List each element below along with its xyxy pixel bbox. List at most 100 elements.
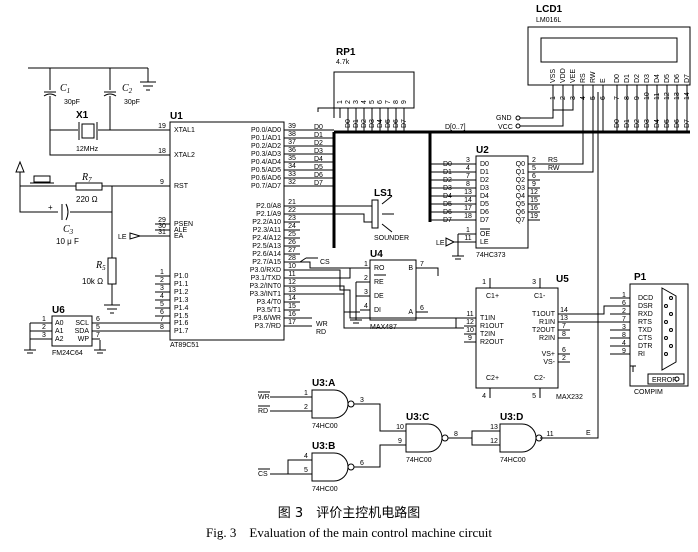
u5-pin-12-number: 12 <box>466 319 474 326</box>
u6-pin-7-number: 7 <box>96 332 100 339</box>
lcd-ref: LCD1 <box>536 4 563 15</box>
u1-pin-7-name: P1.6 <box>174 320 189 327</box>
r7-value: 220 Ω <box>76 195 98 204</box>
lcd-bus-d6: D6 <box>674 119 681 128</box>
u2-pin-2-name: Q0 <box>516 161 525 168</box>
u1-pin-15-number: 15 <box>288 303 296 310</box>
u1-pin-22-number: 22 <box>288 207 296 214</box>
u3b-out-number: 6 <box>360 460 364 467</box>
reset-section: R7 220 Ω C3 + 10 μ F R5 10k Ω LE <box>15 160 155 314</box>
lcd-pin-3-name: VEE <box>570 69 577 83</box>
u3a-net-rd: RD <box>258 408 268 415</box>
u6-pin-7-name: WP <box>78 336 90 343</box>
u2-ref: U2 <box>476 145 489 156</box>
u5-rs232: U5 MAX232 11T1IN12R1OUT10T2IN9R2OUT14T1O… <box>300 269 610 401</box>
u1-pin-38-name: P0.1/AD1 <box>251 135 281 142</box>
resistor-r5 <box>107 257 117 285</box>
p1-pin-7-number: 7 <box>622 316 626 323</box>
rp1-pin-4-number: 4 <box>361 100 368 104</box>
u2-pin-8-number: 8 <box>466 181 470 188</box>
u5-pin-13-name: R1IN <box>539 319 555 326</box>
u5-part: MAX232 <box>556 394 583 401</box>
u1-part: AT89C51 <box>170 342 199 349</box>
u1-bus-d4: D4 <box>314 156 323 163</box>
p1-pin-2-number: 2 <box>622 308 626 315</box>
u1-pin-24-name: P2.3/A11 <box>253 227 281 234</box>
lcd-pin-14-name: D7 <box>684 74 691 83</box>
u2-pin-4-number: 4 <box>466 165 470 172</box>
u2-pin-15-name: Q5 <box>516 201 525 208</box>
u3c-in2-number: 9 <box>398 438 402 445</box>
p1-pin-8-name: CTS <box>638 335 652 342</box>
u2-pin-11-number: 11 <box>464 235 471 242</box>
u6-pin-3-name: A2 <box>55 336 64 343</box>
u2-part: 74HC373 <box>476 252 506 259</box>
u3a-net-wr: WR <box>258 394 270 401</box>
u1-bus-d1: D1 <box>314 132 323 139</box>
net-cs-u1: CS <box>320 259 330 266</box>
p1-pin-2-dot <box>669 312 673 316</box>
u3b-part: 74HC00 <box>312 486 338 493</box>
u2-pin-19-number: 19 <box>530 213 538 220</box>
u1-pin-27-name: P2.6/A14 <box>252 251 281 258</box>
u2-pin-12-name: Q4 <box>516 193 525 200</box>
lcd-pin-11-name: D4 <box>654 74 661 83</box>
u1-pin-10-number: 10 <box>288 263 296 270</box>
le-label-u2: LE <box>436 240 445 247</box>
u1-pin-26-name: P2.5/A13 <box>252 243 281 250</box>
u2-pin-4-name: D1 <box>480 169 489 176</box>
lcd-pin-2-name: VDD <box>560 68 567 83</box>
u4-pin-3-number: 3 <box>364 289 368 296</box>
reset-button <box>33 175 51 183</box>
ls1-part: SOUNDER <box>374 235 409 242</box>
u2-net-d5: D5 <box>443 201 452 208</box>
u2-pin-3-number: 3 <box>466 157 470 164</box>
u1-pin-33-number: 33 <box>288 171 296 178</box>
p1-pin-9-number: 9 <box>622 348 626 355</box>
rp1-pin-1-number: 1 <box>337 100 344 104</box>
resistor-r7 <box>75 182 103 191</box>
p1-pin-6-number: 6 <box>622 300 626 307</box>
u3b-net-cs: CS <box>258 471 268 478</box>
p1-pin-1-dot <box>669 296 673 300</box>
u1-bus-d2: D2 <box>314 140 323 147</box>
u3d-in-wires <box>462 430 484 446</box>
u1-pin-13-number: 13 <box>288 287 296 294</box>
u3a-out-number: 3 <box>360 397 364 404</box>
u1-ref: U1 <box>170 111 183 122</box>
u3d-in2-number: 12 <box>490 438 498 445</box>
u1-pin-14-name: P3.4/T0 <box>256 299 281 306</box>
u1-bus-d5: D5 <box>314 164 323 171</box>
u1-pin-17-name: P3.7/RD <box>255 323 281 330</box>
p1-pin-8-number: 8 <box>622 332 626 339</box>
u2-pin-17-number: 17 <box>464 205 472 212</box>
u3b-in-wires <box>270 459 296 475</box>
u1-pin-19-number: 19 <box>158 123 166 130</box>
p1-pin-4-number: 4 <box>622 340 626 347</box>
u3c-ref: U3:C <box>406 412 429 423</box>
e-net-wire <box>540 92 599 439</box>
u2-pin-9-name: Q3 <box>516 185 525 192</box>
u1-pin-17-number: 17 <box>288 319 296 326</box>
u4-pin-3-name: DE <box>374 293 384 300</box>
lcd-pin-4-name: RS <box>580 73 587 83</box>
u5-pin-9-number: 9 <box>468 335 472 342</box>
u1-pin-25-name: P2.4/A12 <box>252 235 281 242</box>
u5-pin-9-name: R2OUT <box>480 339 504 346</box>
u1-pin-1-number: 1 <box>160 269 164 276</box>
u3a-in1-number: 1 <box>304 390 308 397</box>
p1-pin-7-dot <box>664 320 668 324</box>
net-rs: RS <box>548 157 558 164</box>
u1-pin-7-number: 7 <box>160 316 164 323</box>
u5-pin-4-number: 4 <box>482 393 486 400</box>
u5-pin-11-name: T1IN <box>480 315 495 322</box>
u1-pin-34-name: P0.5/AD5 <box>251 167 281 174</box>
u1-pin-5-name: P1.4 <box>174 305 189 312</box>
r5-value: 10k Ω <box>82 277 103 286</box>
u6-pin-5-name: SDA <box>75 328 90 335</box>
rp1-ref: RP1 <box>336 47 356 58</box>
u2-pin-13-name: D4 <box>480 193 489 200</box>
